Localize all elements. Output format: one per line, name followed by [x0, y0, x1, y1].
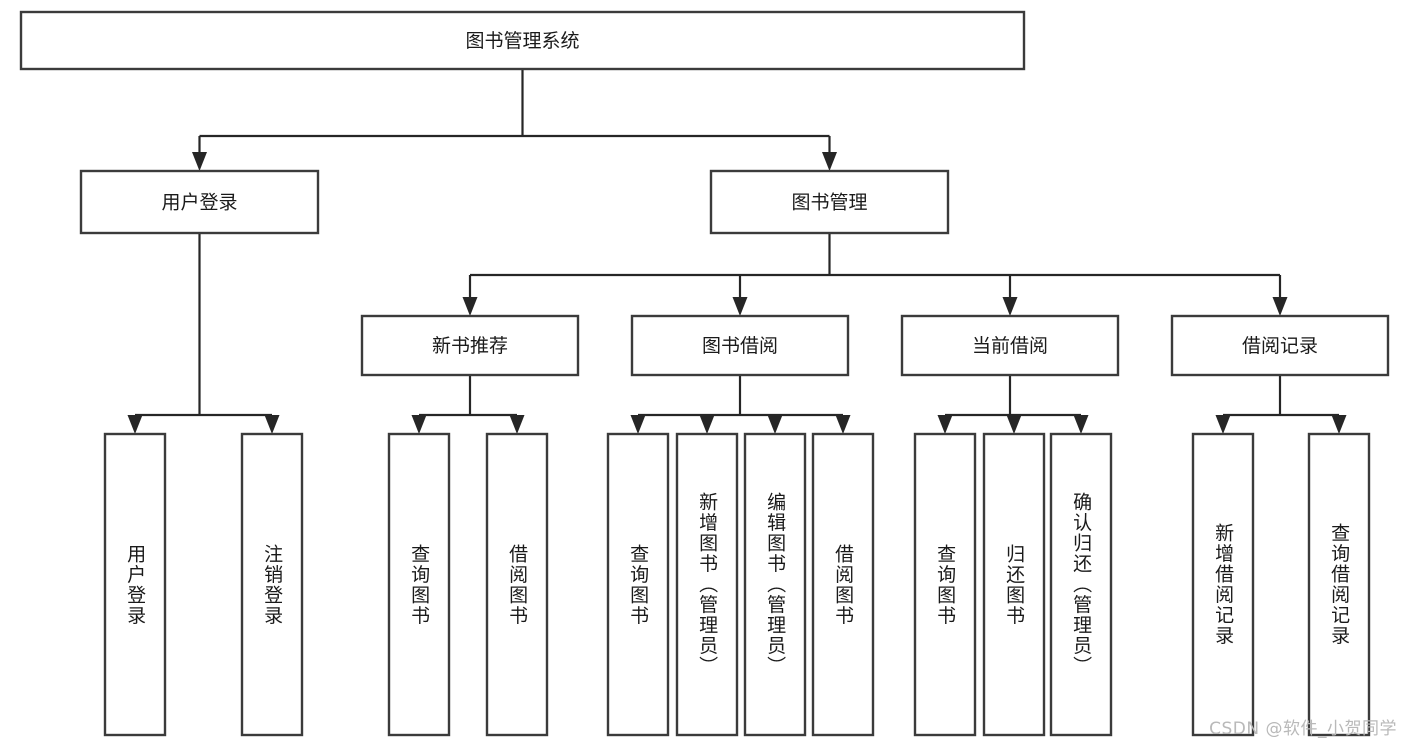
- node-box-borrow-record[interactable]: [1170, 314, 1390, 377]
- arrow-head: [732, 297, 748, 316]
- arrow-head: [1006, 415, 1022, 434]
- node-box-leaf-confirm-return[interactable]: [1049, 432, 1113, 737]
- node-label-current-borrow: 当前借阅: [972, 335, 1048, 357]
- node-box-leaf-user-login[interactable]: [103, 432, 167, 737]
- arrow-head: [1331, 415, 1347, 434]
- node-box-root[interactable]: [19, 10, 1026, 71]
- arrow-head: [937, 415, 953, 434]
- node-label-user-login: 用户登录: [161, 192, 237, 214]
- arrow-head: [835, 415, 851, 434]
- arrow-head: [1272, 297, 1288, 316]
- node-box-leaf-add-record[interactable]: [1191, 432, 1255, 737]
- node-box-leaf-user-logout[interactable]: [240, 432, 304, 737]
- node-label-borrow-record: 借阅记录: [1242, 335, 1318, 357]
- node-box-current-borrow[interactable]: [900, 314, 1120, 377]
- arrow-head: [822, 152, 837, 171]
- node-label-book-manage: 图书管理: [791, 192, 867, 214]
- boxes-layer: [19, 10, 1390, 737]
- arrow-head: [264, 415, 280, 434]
- arrow-head: [699, 415, 715, 434]
- connectors-layer: [127, 69, 1347, 434]
- node-box-leaf-query-book-1[interactable]: [387, 432, 451, 737]
- arrow-head: [1215, 415, 1231, 434]
- node-box-leaf-edit-book[interactable]: [743, 432, 807, 737]
- node-box-leaf-query-record[interactable]: [1307, 432, 1371, 737]
- arrow-head: [767, 415, 783, 434]
- node-box-leaf-borrow-book-1[interactable]: [485, 432, 549, 737]
- node-box-book-manage[interactable]: [709, 169, 950, 235]
- arrow-head: [1073, 415, 1089, 434]
- node-box-new-book-rec[interactable]: [360, 314, 580, 377]
- node-box-leaf-query-book-3[interactable]: [913, 432, 977, 737]
- node-box-leaf-return-book[interactable]: [982, 432, 1046, 737]
- arrow-head: [462, 297, 478, 316]
- watermark-text: CSDN @软件_小贺同学: [1209, 719, 1397, 739]
- node-label-book-borrow: 图书借阅: [702, 335, 778, 357]
- node-box-book-borrow[interactable]: [630, 314, 850, 377]
- node-box-leaf-add-book[interactable]: [675, 432, 739, 737]
- arrow-head: [1002, 297, 1018, 316]
- node-box-leaf-borrow-book-2[interactable]: [811, 432, 875, 737]
- arrow-head: [411, 415, 427, 434]
- arrow-head: [630, 415, 646, 434]
- arrow-head: [127, 415, 143, 434]
- node-box-user-login[interactable]: [79, 169, 320, 235]
- arrow-head: [509, 415, 525, 434]
- node-box-leaf-query-book-2[interactable]: [606, 432, 670, 737]
- node-label-root: 图书管理系统: [465, 30, 579, 52]
- arrow-head: [192, 152, 207, 171]
- node-label-new-book-rec: 新书推荐: [432, 335, 508, 357]
